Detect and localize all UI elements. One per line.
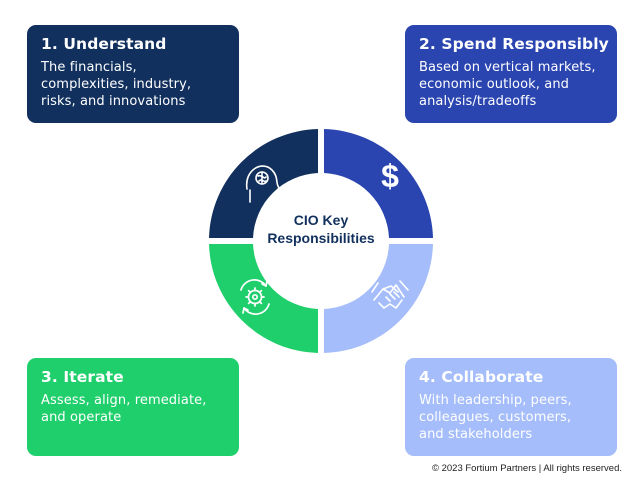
card-title: 3. Iterate <box>41 368 124 386</box>
card-title: 1. Understand <box>41 35 167 53</box>
center-title-line2: Responsibilities <box>267 230 375 246</box>
copyright-notice: © 2023 Fortium Partners | All rights res… <box>431 463 622 474</box>
card-spend-responsibly: 2. Spend Responsibly Based on vertical m… <box>405 25 617 123</box>
card-description: Based on vertical markets, economic outl… <box>419 60 596 109</box>
card-description: The financials, complexities, industry, … <box>41 60 192 109</box>
handshake-icon <box>371 280 409 309</box>
dollar-sign-icon: $ <box>381 158 399 194</box>
card-title: 2. Spend Responsibly <box>419 35 609 53</box>
card-description: With leadership, peers, colleagues, cust… <box>419 393 572 442</box>
center-title-line1: CIO Key <box>294 212 349 228</box>
brain-head-icon <box>246 165 281 203</box>
card-understand: 1. Understand The financials, complexiti… <box>27 25 239 123</box>
segment-collaborate <box>324 244 433 353</box>
card-description: Assess, align, remediate, and operate <box>41 393 207 425</box>
card-iterate: 3. Iterate Assess, align, remediate, and… <box>27 358 239 456</box>
segment-spend <box>324 129 433 238</box>
gear-cycle-icon <box>240 279 270 315</box>
responsibilities-ring: $ CIO Key Responsibilities <box>209 129 433 353</box>
card-title: 4. Collaborate <box>419 368 544 386</box>
card-collaborate: 4. Collaborate With leadership, peers, c… <box>405 358 617 456</box>
segment-iterate <box>209 244 318 353</box>
